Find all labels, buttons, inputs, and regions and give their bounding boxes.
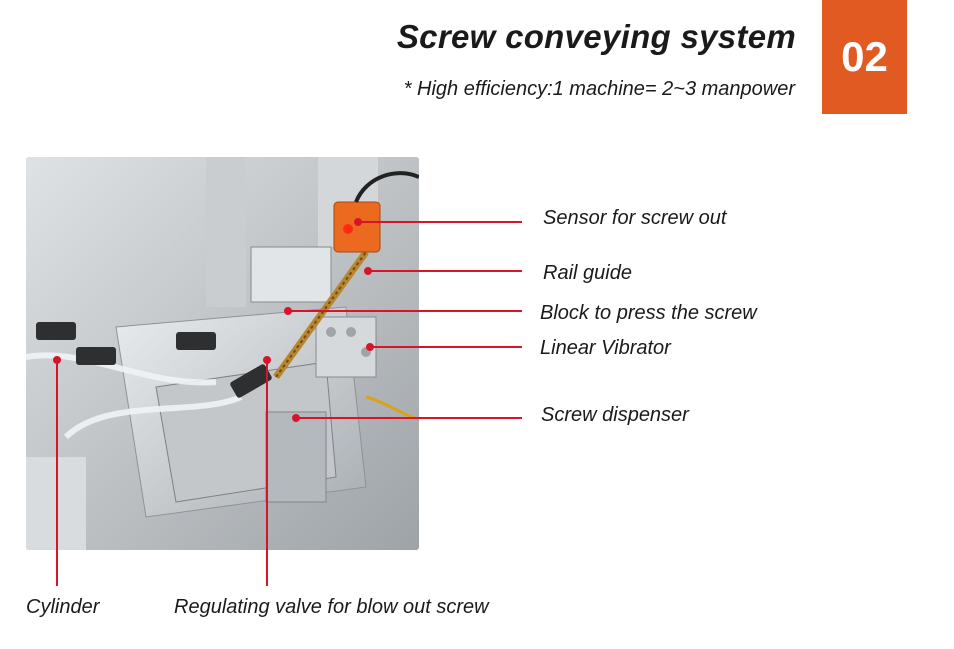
label-regulating-valve: Regulating valve for blow out screw [174, 596, 489, 618]
section-number-badge: 02 [822, 0, 907, 114]
page-title: Screw conveying system [396, 18, 796, 55]
label-cylinder: Cylinder [26, 596, 100, 618]
label-block: Block to press the screw [540, 302, 757, 324]
page-subtitle: * High efficiency:1 machine= 2~3 manpowe… [403, 78, 795, 100]
label-linear-vibrator: Linear Vibrator [540, 337, 671, 359]
label-sensor: Sensor for screw out [543, 207, 727, 229]
machine-photo [26, 157, 419, 550]
label-screw-dispenser: Screw dispenser [541, 404, 689, 426]
label-rail-guide: Rail guide [543, 262, 632, 284]
machine-illustration [26, 157, 419, 550]
badge-number: 02 [841, 33, 888, 80]
